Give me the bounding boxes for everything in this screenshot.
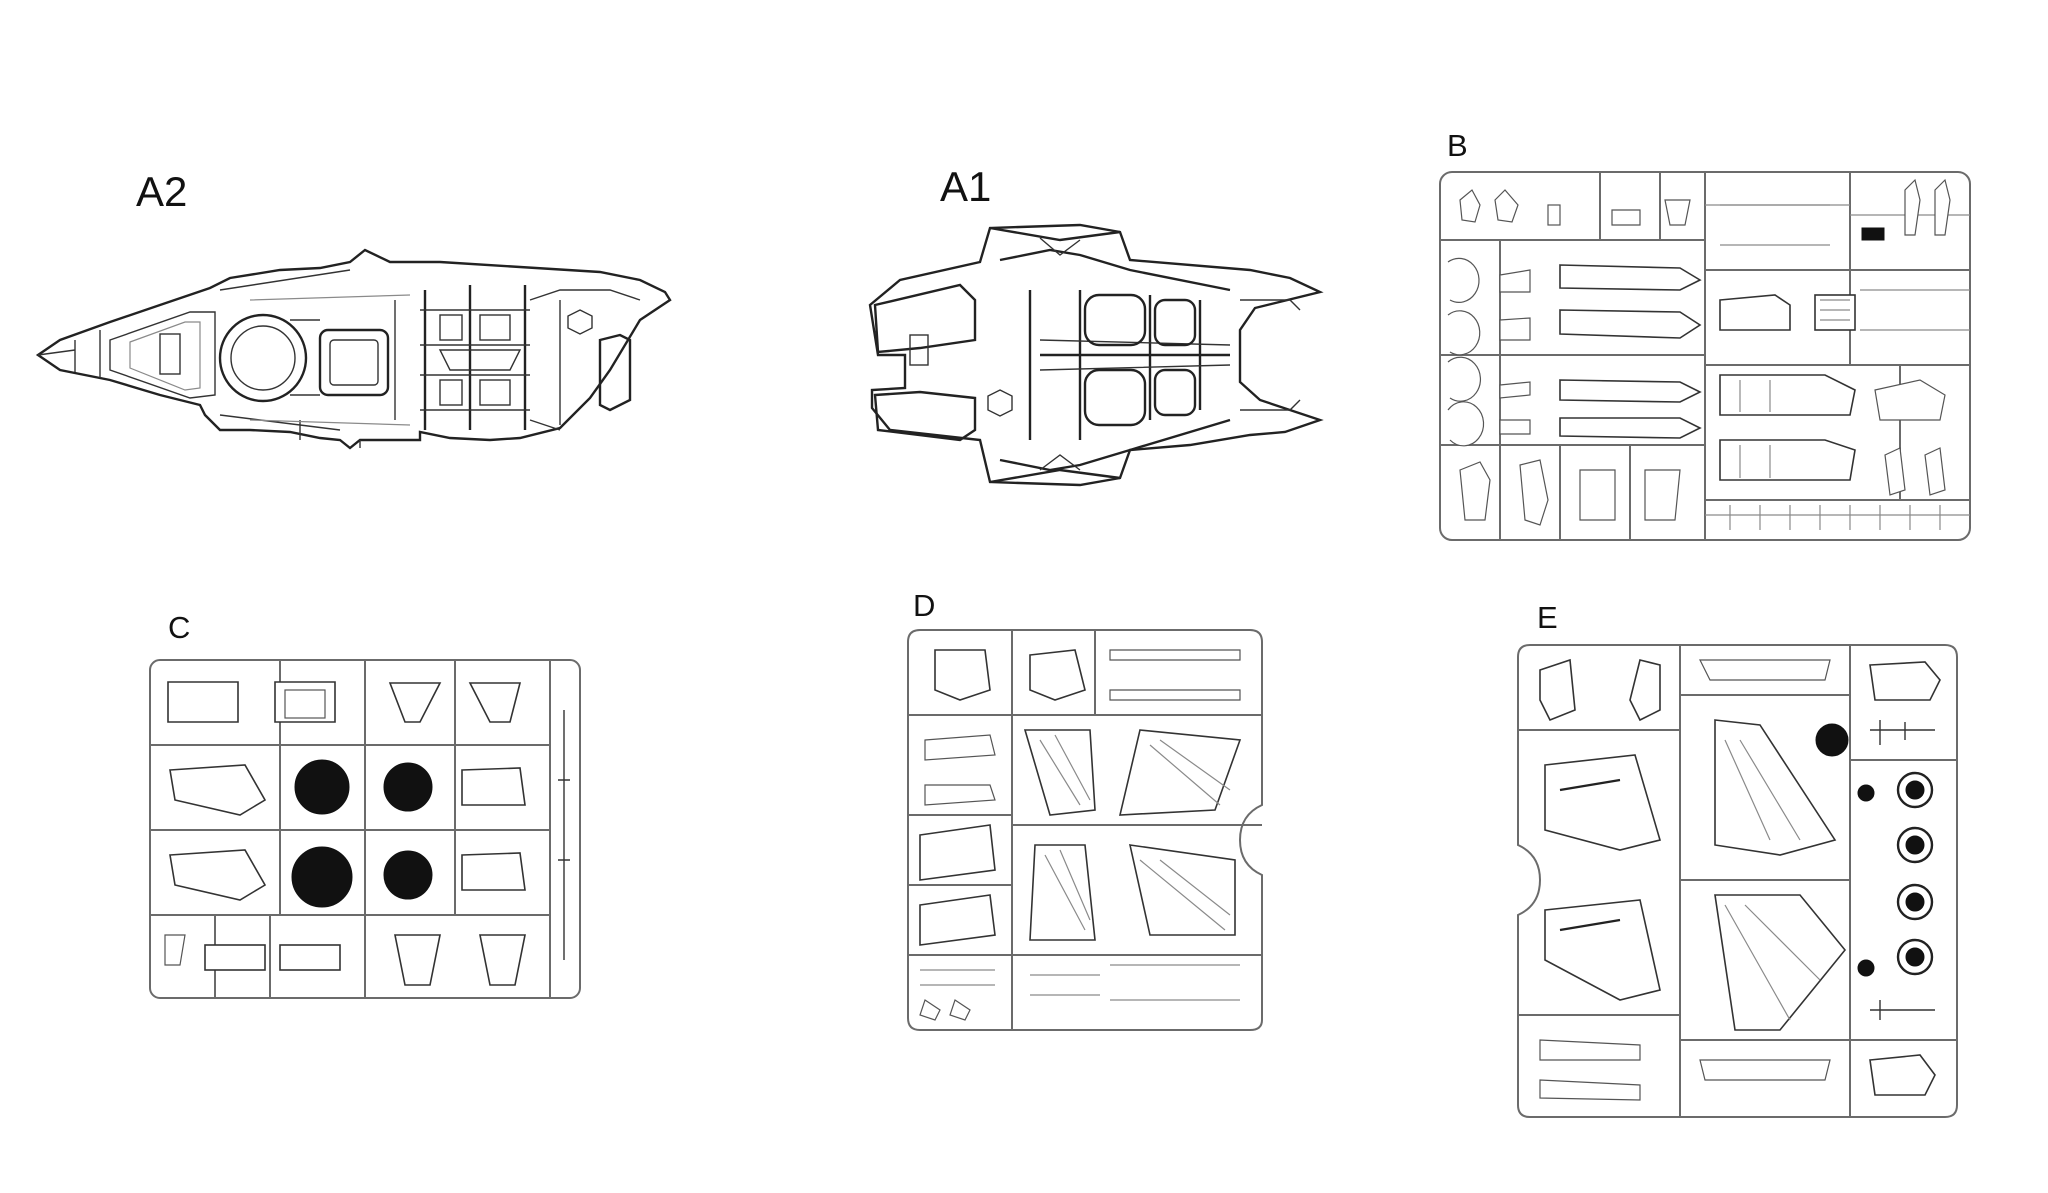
sprue-frame-b-icon <box>1439 171 1971 541</box>
label-a1: A1 <box>940 163 992 210</box>
fuselage-upper-half-icon <box>868 223 1324 487</box>
sprue-frame-e-icon <box>1517 644 1958 1118</box>
label-e: E <box>1537 600 1558 635</box>
sprue-frame-d-icon <box>907 629 1263 1031</box>
label-c: C <box>168 610 191 645</box>
fuselage-lower-half-icon <box>35 248 672 450</box>
sprue-frame-c-icon <box>149 659 581 999</box>
label-a2: A2 <box>136 168 188 215</box>
label-d: D <box>913 588 936 623</box>
label-b: B <box>1447 128 1468 163</box>
